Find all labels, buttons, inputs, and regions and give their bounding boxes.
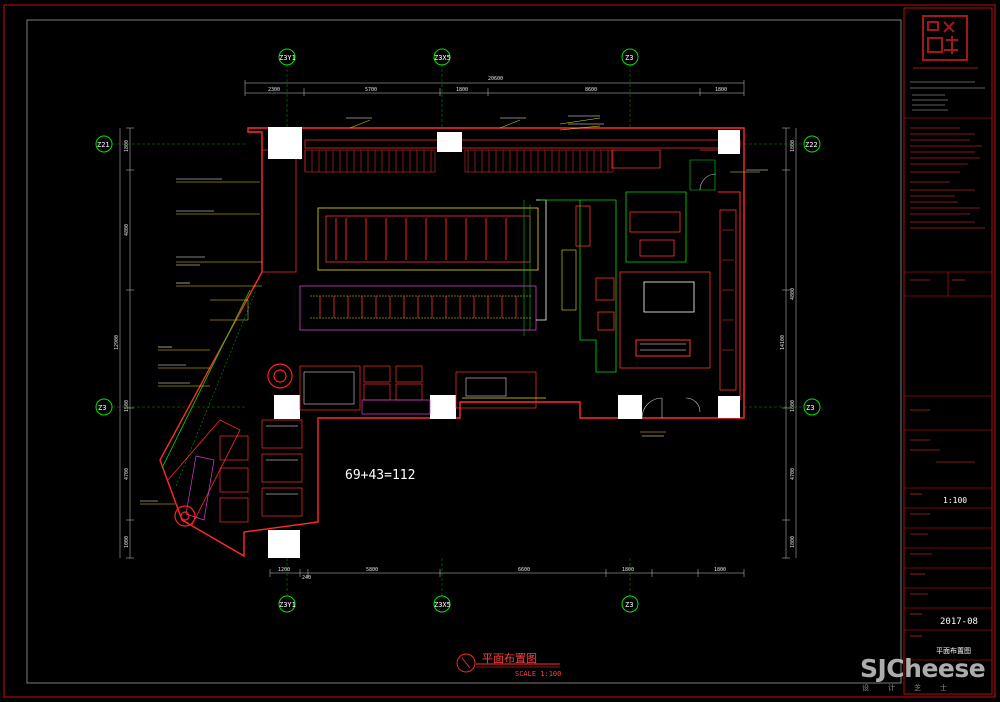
title-block-scale: 1:100	[943, 496, 968, 505]
grid-bubble-left-1	[95, 135, 113, 153]
dim-right-3: 1800	[790, 400, 796, 412]
left-booth-seating	[161, 289, 303, 523]
kitchen-area	[540, 149, 737, 391]
dim-top-5: 1800	[715, 87, 727, 93]
drawing-scale: SCALE 1:100	[515, 670, 562, 678]
dim-bottom-5: 1800	[622, 567, 634, 573]
dim-top-3: 1800	[456, 87, 468, 93]
dim-top-4: 8600	[585, 87, 597, 93]
door-swings	[641, 173, 717, 419]
grid-bubble-bottom-2	[433, 595, 451, 613]
watermark-subtitle: 设计芝士	[862, 684, 966, 692]
grid-axis-bubbles	[95, 48, 821, 613]
dim-left-2: 4800	[124, 224, 130, 236]
dim-top-1: 2300	[268, 87, 280, 93]
grid-label-left-2: Z3	[98, 404, 106, 412]
company-seal-logo	[922, 15, 968, 61]
dim-top-total: 20600	[488, 76, 503, 82]
title-block-sheet-name: 平面布置图	[936, 647, 971, 655]
grid-label-top-1: Z3Y1	[279, 54, 296, 62]
grid-bubble-top-1	[278, 48, 296, 66]
dim-bottom-1: 1200	[278, 567, 290, 573]
grid-label-bottom-2: Z3X5	[434, 601, 451, 609]
grid-label-bottom-1: Z3Y1	[279, 601, 296, 609]
decorative-planters	[174, 363, 293, 527]
dim-right-total: 14100	[780, 335, 786, 350]
seat-count-note: 69+43=112	[345, 468, 416, 483]
grid-bubble-bottom-1	[278, 595, 296, 613]
grid-label-right-1: Z22	[805, 141, 818, 149]
dim-left-3: 1500	[124, 400, 130, 412]
drawing-title-symbol	[456, 653, 560, 673]
dim-right-4: 4700	[790, 468, 796, 480]
grid-bubble-right-2	[803, 398, 821, 416]
dim-left-4: 4700	[124, 468, 130, 480]
dim-bottom-3: 5800	[366, 567, 378, 573]
dim-right-1: 1800	[790, 140, 796, 152]
dim-left-5: 1000	[124, 536, 130, 548]
central-dining-counter	[299, 199, 547, 336]
dim-right-2: 4800	[790, 288, 796, 300]
title-block-date: 2017-08	[940, 617, 978, 627]
grid-bubble-top-3	[621, 48, 639, 66]
dim-bottom-4: 6600	[518, 567, 530, 573]
title-block	[903, 7, 993, 695]
watermark-brand: SJCheese	[860, 654, 986, 683]
dim-left-1: 1800	[124, 140, 130, 152]
drawing-title: 平面布置图	[482, 652, 537, 665]
grid-label-bottom-3: Z3	[625, 601, 633, 609]
grid-bubble-left-2	[95, 398, 113, 416]
dimension-lines	[119, 82, 797, 574]
dim-right-5: 1800	[790, 536, 796, 548]
grid-label-top-2: Z3X5	[434, 54, 451, 62]
annotation-leaders	[140, 117, 760, 505]
sheet-inner-frame	[26, 19, 902, 684]
grid-bubble-bottom-3	[621, 595, 639, 613]
sheet-outer-frame	[3, 4, 996, 698]
grid-label-top-3: Z3	[625, 54, 633, 62]
structural-columns	[268, 127, 740, 558]
grid-label-left-1: Z21	[97, 141, 110, 149]
lower-seating-area	[299, 365, 546, 415]
dim-left-total: 12900	[114, 335, 120, 350]
dim-top-2: 5700	[365, 87, 377, 93]
dim-bottom-6: 1800	[714, 567, 726, 573]
grid-label-right-2: Z3	[806, 404, 814, 412]
booth-hatching	[304, 149, 614, 173]
grid-bubble-right-1	[803, 135, 821, 153]
grid-bubble-top-2	[433, 48, 451, 66]
dim-bottom-2: 240	[302, 575, 311, 581]
